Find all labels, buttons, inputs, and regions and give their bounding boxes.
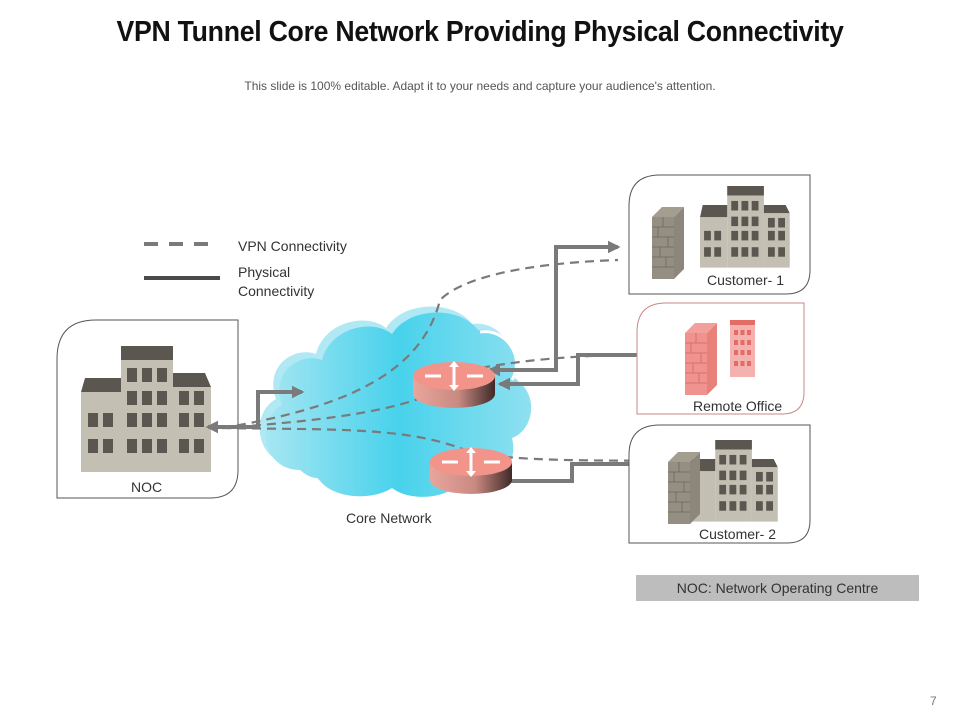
office-building-icon — [700, 186, 790, 268]
physical-lines — [205, 240, 667, 483]
customer1-label: Customer- 1 — [707, 272, 785, 288]
office-building-icon — [688, 440, 778, 522]
vpn-line-customer1 — [221, 258, 619, 430]
remote-office-label: Remote Office — [693, 398, 783, 414]
router-icon — [430, 447, 512, 494]
office-building-icon — [730, 320, 755, 377]
firewall-icon — [685, 323, 717, 395]
page-title: VPN Tunnel Core Network Providing Physic… — [116, 16, 844, 48]
physical-line-noc — [205, 385, 305, 434]
legend-physical-label-line1: Physical — [238, 264, 291, 280]
firewall-icon — [652, 207, 684, 279]
customer2-label: Customer- 2 — [699, 526, 777, 542]
physical-line-remote — [497, 348, 663, 391]
noc-box — [56, 319, 239, 499]
page-subtitle: This slide is 100% editable. Adapt it to… — [244, 79, 716, 93]
abbreviation-note: NOC: Network Operating Centre — [636, 575, 919, 601]
legend-physical-label-line2: Connectivity — [238, 283, 315, 299]
legend-vpn-label: VPN Connectivity — [238, 238, 347, 254]
physical-line-customer2 — [508, 457, 667, 483]
core-network-label: Core Network — [346, 510, 432, 526]
firewall-icon — [668, 452, 700, 524]
noc-building-icon — [81, 346, 211, 472]
noc-label: NOC — [131, 479, 163, 495]
page-number: 7 — [930, 694, 937, 708]
vpn-line-customer2 — [221, 426, 661, 463]
router-icon — [413, 361, 495, 408]
remote-office-box — [636, 302, 805, 415]
